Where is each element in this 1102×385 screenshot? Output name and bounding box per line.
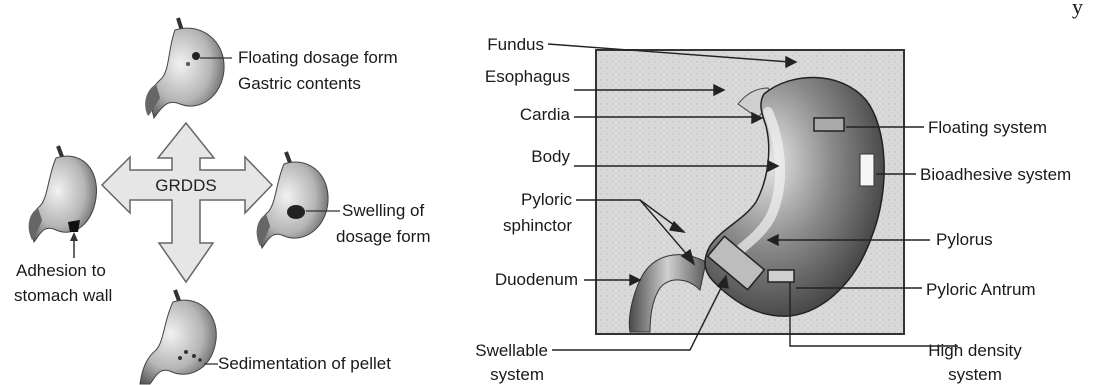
sedimentation-label: Sedimentation of pellet <box>218 354 391 373</box>
pyloric-antrum-label: Pyloric Antrum <box>926 280 1036 299</box>
grdds-label: GRDDS <box>155 176 216 195</box>
esophagus-label: Esophagus <box>485 67 570 86</box>
bioadhesive-system-rect <box>860 154 874 186</box>
stomach-anatomy-panel: Fundus Esophagus Cardia Body Pyloric sph… <box>475 35 1071 384</box>
high-density-system-rect <box>768 270 794 282</box>
fundus-label: Fundus <box>487 35 544 54</box>
adhesion-label-line2: stomach wall <box>14 286 112 305</box>
swelling-label-line1: Swelling of <box>342 201 424 220</box>
pyloric-label-line2: sphinctor <box>503 216 572 235</box>
swellable-label-line1: Swellable <box>475 341 548 360</box>
stomach-icon-left <box>29 146 97 258</box>
stomach-icon-bottom <box>140 290 218 384</box>
floating-system-rect <box>814 118 844 131</box>
adhesion-label-line1: Adhesion to <box>16 261 106 280</box>
cardia-label: Cardia <box>520 105 571 124</box>
floating-dosage-label: Floating dosage form <box>238 48 398 67</box>
swelling-label-line2: dosage form <box>336 227 431 246</box>
top-right-fragment: y <box>1072 0 1083 19</box>
gastric-contents-label: Gastric contents <box>238 74 361 93</box>
grdds-panel: GRDDS Floating dosage form Gastric conte… <box>14 18 431 384</box>
body-label: Body <box>531 147 570 166</box>
floating-system-label: Floating system <box>928 118 1047 137</box>
pylorus-label: Pylorus <box>936 230 993 249</box>
high-density-label-line2: system <box>948 365 1002 384</box>
stomach-icon-right <box>257 152 340 248</box>
four-way-arrow <box>102 123 272 282</box>
swellable-label-line2: system <box>490 365 544 384</box>
bioadhesive-system-label: Bioadhesive system <box>920 165 1071 184</box>
stomach-icon-top <box>145 18 232 118</box>
high-density-label-line1: High density <box>928 341 1022 360</box>
duodenum-label: Duodenum <box>495 270 578 289</box>
pyloric-label-line1: Pyloric <box>521 190 573 209</box>
